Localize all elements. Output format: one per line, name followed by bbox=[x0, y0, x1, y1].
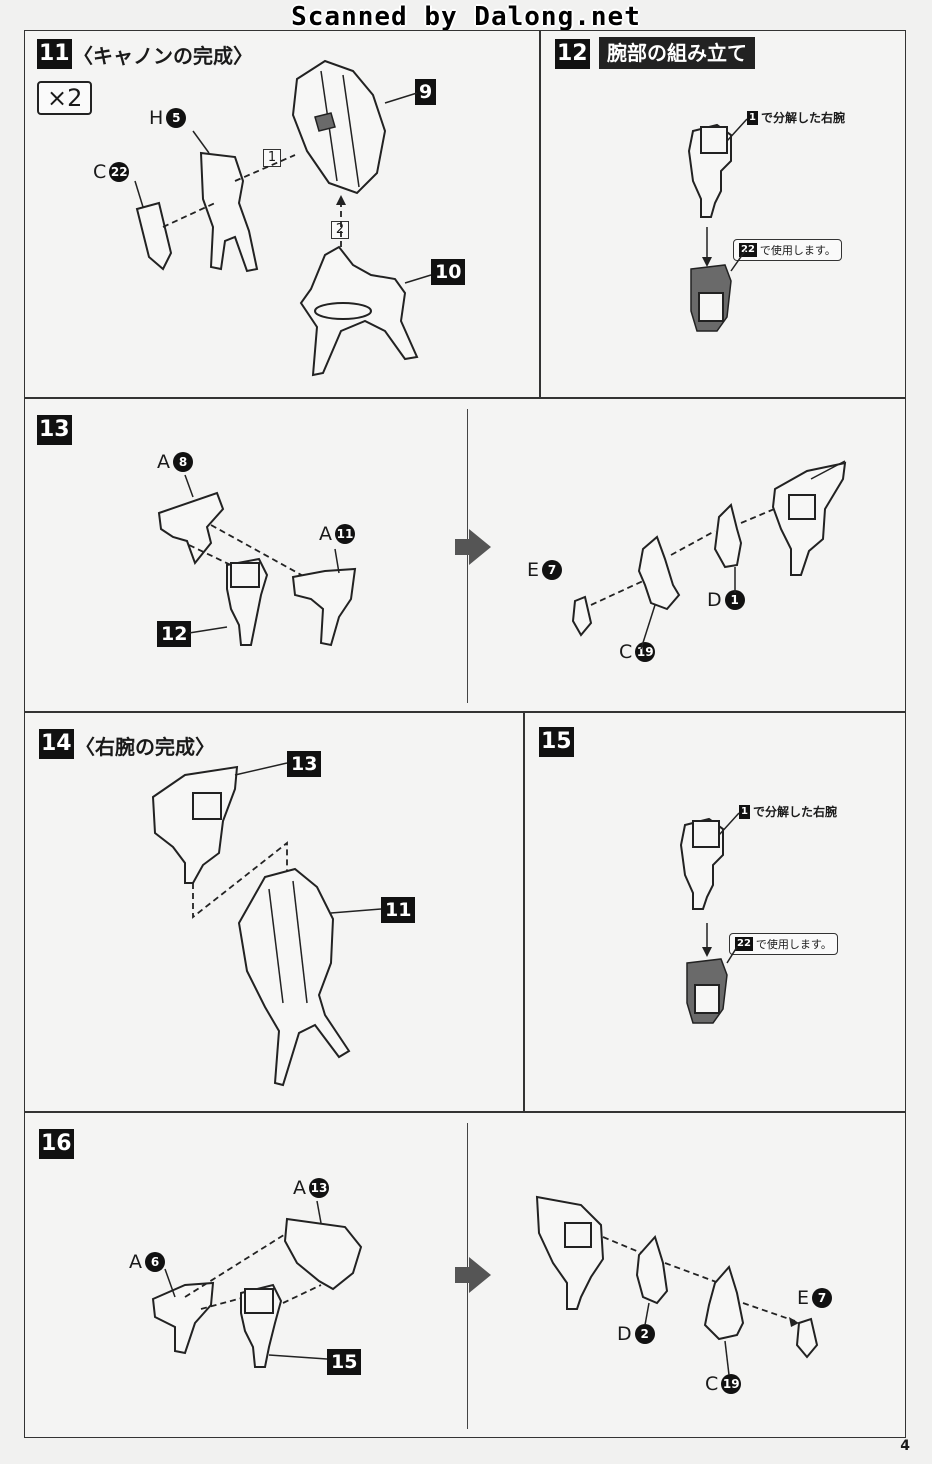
left-arm-illustration bbox=[679, 812, 740, 1024]
step-12-number: 12 bbox=[555, 39, 590, 69]
cannon-assembly-illustration bbox=[134, 59, 432, 377]
page-number: 4 bbox=[900, 1438, 910, 1454]
arm-assembly-illustration bbox=[687, 118, 748, 332]
callout-part-10: 10 bbox=[431, 259, 466, 285]
callout-part-12: 12 bbox=[157, 621, 192, 647]
step-13-number: 13 bbox=[37, 415, 72, 445]
step-13-divider bbox=[467, 409, 468, 703]
step-13-result-arrow bbox=[455, 539, 469, 555]
step-14-title: 〈右腕の完成〉 bbox=[75, 735, 215, 759]
assembly-order-2: 2 bbox=[331, 221, 349, 239]
step-14-number: 14 bbox=[39, 729, 74, 759]
callout-part-9: 9 bbox=[415, 79, 437, 105]
step-12-title: 腕部の組み立て bbox=[599, 37, 755, 69]
step-11-title: 〈キャノンの完成〉 bbox=[73, 44, 253, 68]
step-15-number: 15 bbox=[539, 727, 574, 757]
step-11-number: 11 bbox=[37, 39, 72, 69]
step-16-result-arrow-head bbox=[469, 1257, 491, 1293]
step-16-number: 16 bbox=[39, 1129, 74, 1159]
arm-armor-illustration bbox=[157, 460, 847, 650]
step-14-panel: 14 〈右腕の完成〉 13 11 bbox=[24, 712, 524, 1112]
step-13-result-arrow-head bbox=[469, 529, 491, 565]
quantity-multiplier: ×2 bbox=[37, 81, 93, 115]
left-arm-armor-illustration bbox=[151, 1195, 819, 1376]
right-arm-complete-illustration bbox=[151, 762, 382, 1087]
callout-part-11: 11 bbox=[381, 897, 416, 923]
callout-part-15: 15 bbox=[327, 1349, 362, 1375]
step-16-result-arrow bbox=[455, 1267, 469, 1283]
callout-part-13: 13 bbox=[287, 751, 322, 777]
